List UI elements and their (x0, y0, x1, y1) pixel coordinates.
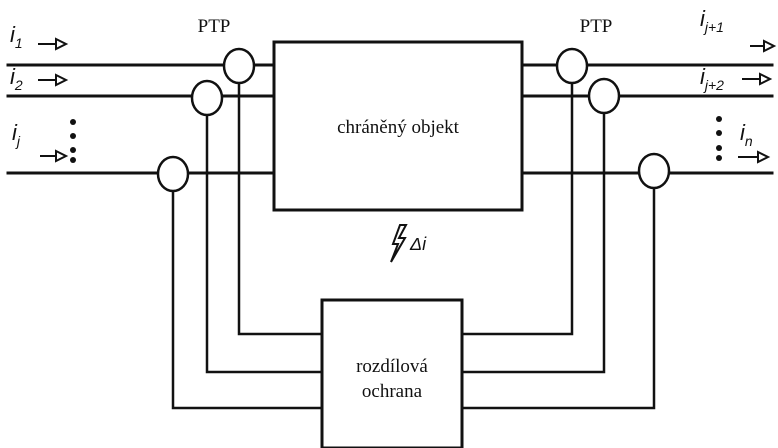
protected-object-label: chráněný objekt (337, 117, 460, 138)
current-in-sub: n (745, 133, 753, 149)
arrow-i1-icon (38, 37, 69, 51)
current-ij1-base: i (700, 6, 706, 31)
fault-current-label: Δi (409, 234, 427, 254)
current-i2-sub: 2 (14, 77, 23, 93)
svg-text:ij: ij (12, 120, 21, 149)
svg-text:ij+1: ij+1 (700, 6, 724, 35)
lead-ct2-right (462, 112, 606, 374)
arrow-in-icon (738, 150, 771, 164)
current-label-in: in (740, 120, 753, 149)
current-transformers (156, 47, 671, 193)
relay-label-line2: ochrana (362, 381, 423, 402)
ct1-right-icon (555, 47, 589, 85)
ellipsis-dots-right-icon (716, 116, 722, 161)
ct1-left-icon (222, 47, 256, 85)
current-ij1-sub: j+1 (703, 19, 724, 35)
arrow-ij2-icon (742, 72, 773, 86)
lead-ctn-right (462, 188, 656, 410)
lead-ctj-left (171, 191, 322, 410)
lead-ct2-left (205, 113, 322, 374)
current-i1-sub: 1 (15, 35, 23, 51)
svg-text:ij+2: ij+2 (700, 64, 724, 93)
current-label-i2: i2 (10, 64, 23, 93)
relay-label-line1: rozdílová (356, 356, 428, 377)
ct2-left-icon (190, 79, 224, 117)
ptp-label-right: PTP (580, 16, 613, 37)
arrow-ij-icon (40, 149, 69, 163)
arrow-i2-icon (38, 73, 69, 87)
lead-ct1-right (462, 82, 574, 336)
current-ij-base: i (12, 120, 18, 145)
ptp-label-left: PTP (198, 16, 231, 37)
lightning-bolt-icon (390, 224, 408, 263)
lead-ct1-left (237, 80, 322, 336)
secondary-leads (171, 80, 656, 410)
svg-text:i1: i1 (10, 22, 23, 51)
differential-relay-box (320, 298, 464, 448)
current-ij-sub: j (15, 133, 21, 149)
ctj-left-icon (156, 155, 190, 193)
svg-text:in: in (740, 120, 753, 149)
current-ij2-sub: j+2 (703, 77, 724, 93)
ct2-right-icon (587, 77, 621, 115)
current-label-ij2: ij+2 (700, 64, 724, 93)
current-label-i1: i1 (10, 22, 23, 51)
svg-text:i2: i2 (10, 64, 23, 93)
current-i1-base: i (10, 22, 16, 47)
arrow-ij1-icon (750, 39, 777, 53)
current-i2-base: i (10, 64, 16, 89)
current-ij2-base: i (700, 64, 706, 89)
current-label-ij: ij (12, 120, 21, 149)
ctn-right-icon (637, 152, 671, 190)
ellipsis-dots-left-icon (70, 119, 76, 163)
protected-object-box (272, 40, 524, 212)
current-label-ij1: ij+1 (700, 6, 724, 35)
current-in-base: i (740, 120, 746, 145)
